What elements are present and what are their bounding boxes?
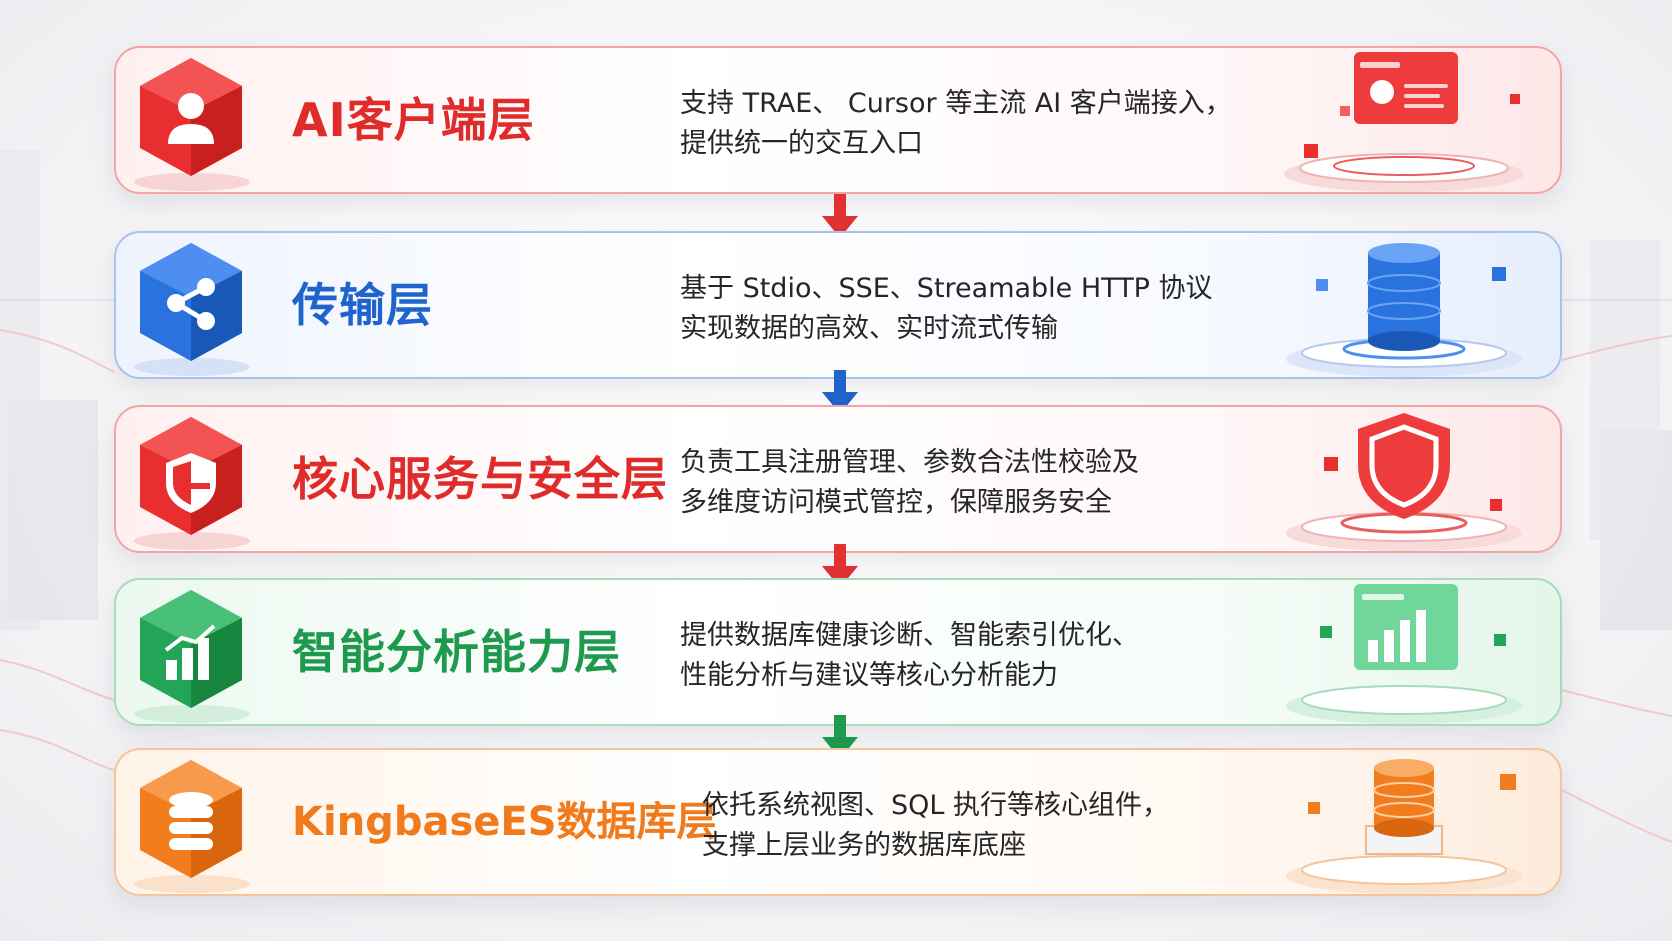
layer-title: 核心服务与安全层: [292, 452, 668, 506]
layer-title: AI客户端层: [292, 93, 535, 147]
layer-description: 支持 TRAE、 Cursor 等主流 AI 客户端接入， 提供统一的交互入口: [680, 84, 1280, 164]
flow-arrow: [822, 544, 858, 588]
layer-ai-client: AI客户端层 支持 TRAE、 Cursor 等主流 AI 客户端接入， 提供统…: [114, 46, 1562, 194]
layer-kingbase-database: KingbaseES数据库层 依托系统视图、SQL 执行等核心组件， 支撑上层业…: [114, 748, 1562, 896]
database-icon: [134, 760, 250, 893]
description-line: 支持 TRAE、 Cursor 等主流 AI 客户端接入，: [680, 88, 1232, 119]
layer-core-security: 核心服务与安全层 负责工具注册管理、参数合法性校验及 多维度访问模式管控，保障服…: [114, 405, 1562, 553]
description-line: 负责工具注册管理、参数合法性校验及: [680, 447, 1139, 478]
flow-arrow: [822, 194, 858, 238]
layer-description: 基于 Stdio、SSE、Streamable HTTP 协议 实现数据的高效、…: [680, 269, 1280, 349]
server-database-icon: [1286, 243, 1522, 377]
description-line: 基于 Stdio、SSE、Streamable HTTP 协议: [680, 273, 1213, 304]
description-line: 支撑上层业务的数据库底座: [702, 830, 1026, 861]
layer-intelligent-analysis: 智能分析能力层 提供数据库健康诊断、智能索引优化、 性能分析与建议等核心分析能力: [114, 578, 1562, 726]
layer-title: 传输层: [292, 278, 433, 332]
description-line: 提供数据库健康诊断、智能索引优化、: [680, 620, 1139, 651]
shield-icon: [134, 417, 250, 550]
description-line: 实现数据的高效、实时流式传输: [680, 313, 1058, 344]
database-stack-icon: [1286, 759, 1522, 894]
description-line: 依托系统视图、SQL 执行等核心组件，: [702, 790, 1170, 821]
description-line: 多维度访问模式管控，保障服务安全: [680, 487, 1112, 518]
layer-description: 负责工具注册管理、参数合法性校验及 多维度访问模式管控，保障服务安全: [680, 443, 1280, 523]
layer-transport: 传输层 基于 Stdio、SSE、Streamable HTTP 协议 实现数据…: [114, 231, 1562, 379]
analytics-panel-icon: [1286, 584, 1522, 724]
security-shield-icon: [1286, 413, 1522, 551]
client-window-icon: [1284, 52, 1524, 192]
layer-description: 依托系统视图、SQL 执行等核心组件， 支撑上层业务的数据库底座: [702, 786, 1302, 866]
user-icon: [134, 58, 250, 191]
description-line: 性能分析与建议等核心分析能力: [680, 660, 1058, 691]
bar-chart-icon: [134, 590, 250, 723]
description-line: 提供统一的交互入口: [680, 128, 923, 159]
layer-title: 智能分析能力层: [292, 625, 621, 679]
flow-arrow: [822, 370, 858, 414]
share-icon: [134, 243, 250, 376]
layer-description: 提供数据库健康诊断、智能索引优化、 性能分析与建议等核心分析能力: [680, 616, 1280, 696]
layer-title: KingbaseES数据库层: [292, 799, 717, 845]
